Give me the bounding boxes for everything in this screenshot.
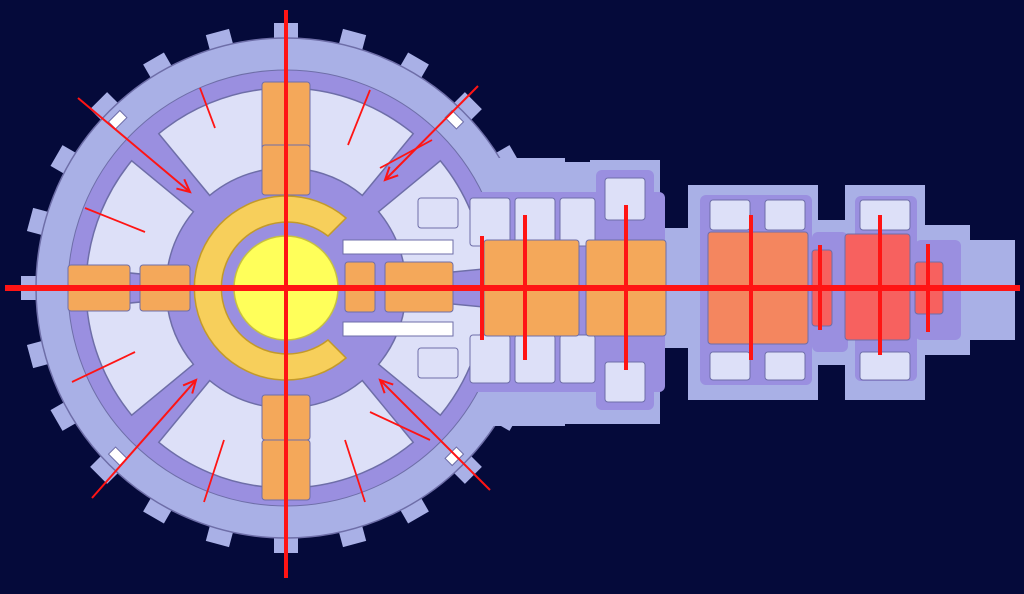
side-chamber xyxy=(559,197,596,247)
east-gallery xyxy=(342,239,454,255)
diagonal-axis-arrow xyxy=(384,85,479,181)
radial-tick xyxy=(369,411,431,441)
radial-tick xyxy=(84,207,146,233)
radial-chapel xyxy=(157,379,276,488)
diagonal-axis-arrow xyxy=(379,379,491,491)
side-chamber xyxy=(469,197,511,247)
side-chamber xyxy=(709,351,751,381)
radial-tick xyxy=(199,87,216,129)
arrowhead-icon xyxy=(378,378,394,394)
arrowhead-icon xyxy=(383,166,399,182)
side-chamber xyxy=(559,334,596,384)
gate-icon xyxy=(444,446,465,467)
plan-axes xyxy=(5,10,1020,578)
side-chamber xyxy=(514,334,556,384)
radial-tick xyxy=(71,351,136,383)
side-chamber xyxy=(514,197,556,247)
east-gallery xyxy=(342,321,454,337)
side-chamber xyxy=(709,199,751,231)
side-chamber xyxy=(469,334,511,384)
side-chamber xyxy=(859,199,911,231)
radial-tick xyxy=(203,439,225,503)
radial-chapel xyxy=(86,159,195,278)
diagonal-axis-arrow xyxy=(77,97,191,193)
side-chamber xyxy=(764,199,806,231)
radial-tick xyxy=(344,439,366,503)
arrowhead-icon xyxy=(176,178,192,194)
side-chamber xyxy=(417,197,459,229)
radial-tick xyxy=(347,89,371,146)
side-chamber xyxy=(764,351,806,381)
side-chamber xyxy=(859,351,911,381)
side-chamber xyxy=(417,347,459,379)
diagonal-axis-arrow xyxy=(91,379,197,499)
inner-ambulatory xyxy=(193,195,348,381)
radial-tick xyxy=(379,139,433,169)
radial-chapel xyxy=(296,88,415,197)
arrowhead-icon xyxy=(182,378,198,394)
